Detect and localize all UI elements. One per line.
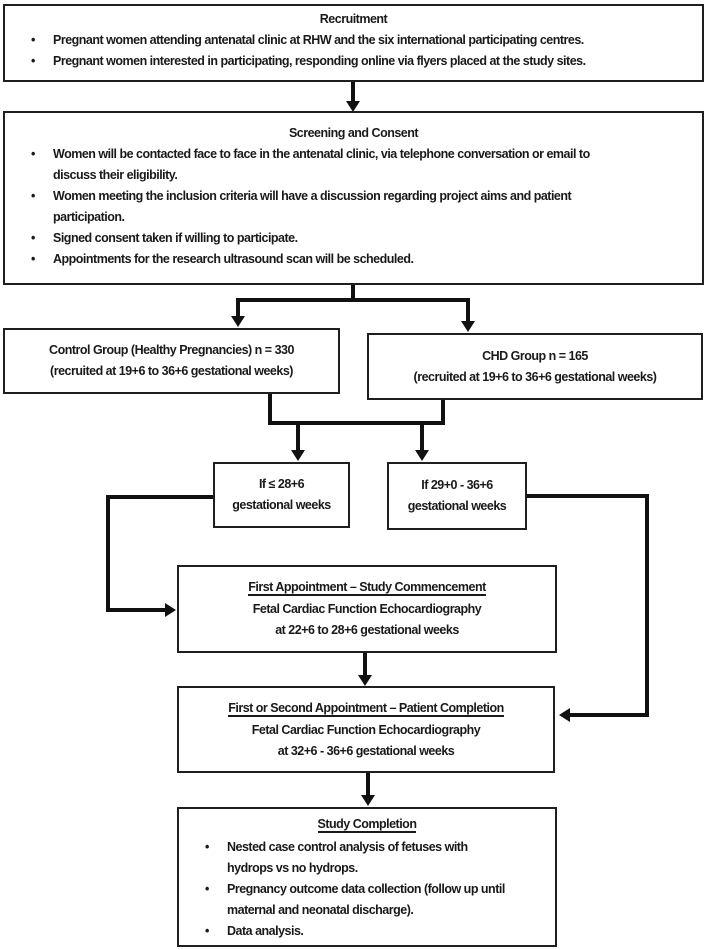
screening-bullet: Appointments for the research ultrasound… (5, 249, 702, 270)
control-group-box: Control Group (Healthy Pregnancies) n = … (3, 328, 340, 394)
study-completion-box: Study Completion Nested case control ana… (177, 807, 557, 947)
arrowhead-down-icon (231, 316, 245, 327)
patient-completion-title: First or Second Appointment – Patient Co… (228, 700, 504, 717)
if-early-line1: If ≤ 28+6 (258, 477, 305, 491)
patient-completion-line1: Fetal Cardiac Function Echocardiography (251, 722, 481, 737)
control-group-line2: (recruited at 19+6 to 36+6 gestational w… (50, 364, 293, 378)
connector-screening-split (236, 298, 470, 302)
study-completion-bullet: Pregnancy outcome data collection (follo… (179, 879, 555, 921)
recruitment-title: Recruitment (319, 12, 388, 26)
screening-bullet: Signed consent taken if willing to parti… (5, 228, 702, 249)
patient-completion-box: First or Second Appointment – Patient Co… (177, 686, 555, 773)
arrowhead-down-icon (415, 450, 429, 461)
arrowhead-down-icon (346, 101, 360, 112)
recruitment-bullet: Pregnant women attending antenatal clini… (5, 30, 702, 51)
connector-to-control (236, 298, 240, 318)
arrowhead-down-icon (358, 675, 372, 686)
recruitment-bullet: Pregnant women interested in participati… (5, 51, 702, 72)
screening-title: Screening and Consent (288, 126, 419, 140)
connector-iflate-down (645, 494, 649, 717)
connector-iflate-in (570, 713, 649, 717)
recruitment-box: Recruitment Pregnant women attending ant… (3, 4, 704, 82)
patient-completion-line2: at 32+6 - 36+6 gestational weeks (277, 743, 455, 758)
connector-patient-study (366, 773, 370, 796)
screening-bullet-list: Women will be contacted face to face in … (5, 144, 702, 270)
first-appointment-box: First Appointment – Study Commencement F… (177, 565, 557, 653)
study-completion-bullet: Nested case control analysis of fetuses … (179, 837, 555, 879)
arrowhead-down-icon (291, 450, 305, 461)
control-group-line1: Control Group (Healthy Pregnancies) n = … (49, 343, 294, 357)
connector-chd-stub (441, 400, 445, 425)
arrowhead-right-icon (165, 603, 176, 617)
chd-group-box: CHD Group n = 165 (recruited at 19+6 to … (367, 333, 703, 400)
connector-ifearly-in (106, 608, 166, 612)
arrowhead-down-icon (361, 795, 375, 806)
connector-ifearly-left (106, 495, 213, 499)
if-early-line2: gestational weeks (232, 498, 331, 512)
connector-to-if-late (420, 421, 424, 451)
arrowhead-left-icon (559, 708, 570, 722)
study-completion-bullet-list: Nested case control analysis of fetuses … (179, 837, 555, 942)
connector-recruitment-screening (351, 82, 355, 103)
connector-screening-stub (351, 285, 355, 301)
connector-ifearly-down (106, 495, 110, 612)
if-late-line2: gestational weeks (407, 499, 507, 513)
if-early-gestation-box: If ≤ 28+6 gestational weeks (213, 462, 350, 528)
if-late-gestation-box: If 29+0 - 36+6 gestational weeks (387, 462, 527, 530)
recruitment-bullet-list: Pregnant women attending antenatal clini… (5, 30, 702, 72)
connector-iflate-right (527, 494, 649, 498)
connector-control-stub (268, 394, 272, 425)
connector-firstappt-patient (363, 653, 367, 676)
first-appointment-title: First Appointment – Study Commencement (248, 580, 486, 596)
connector-groups-joiner (268, 421, 445, 425)
screening-consent-box: Screening and Consent Women will be cont… (3, 111, 704, 285)
screening-bullet: Women meeting the inclusion criteria wil… (5, 186, 702, 228)
study-completion-title: Study Completion (317, 817, 417, 833)
first-appointment-line1: Fetal Cardiac Function Echocardiography (252, 602, 482, 616)
study-completion-bullet: Data analysis. (179, 921, 555, 942)
chd-group-line2: (recruited at 19+6 to 36+6 gestational w… (413, 369, 657, 384)
first-appointment-line2: at 22+6 to 28+6 gestational weeks (275, 623, 459, 637)
if-late-line1: If 29+0 - 36+6 (421, 478, 493, 492)
connector-to-chd (466, 298, 470, 322)
screening-bullet: Women will be contacted face to face in … (5, 144, 702, 186)
chd-group-line1: CHD Group n = 165 (482, 348, 588, 363)
connector-to-if-early (296, 421, 300, 451)
arrowhead-down-icon (461, 321, 475, 332)
